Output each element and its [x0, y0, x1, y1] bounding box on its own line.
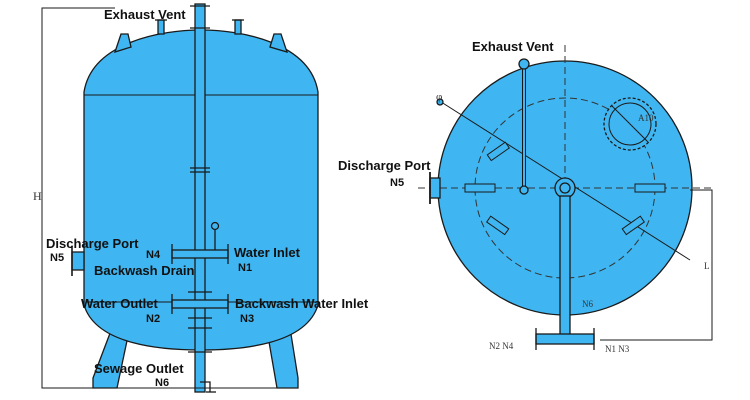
outlet-header: [171, 299, 229, 309]
height-dimension-line: [41, 7, 115, 389]
side-n5-tag: N5: [50, 252, 65, 264]
distributor-slots: [464, 141, 666, 236]
right-lifting-lug: [269, 33, 289, 53]
bottom-outlet-pipe: [559, 195, 571, 337]
diameter-mark: φ: [436, 91, 443, 103]
water-inlet-label: Water Inlet: [234, 245, 300, 260]
top-discharge-port-label: Discharge Port: [338, 158, 431, 173]
water-outlet-label: Water Outlet: [81, 296, 158, 311]
water-inlet-header: [171, 249, 229, 259]
manhole-tag: A10: [638, 113, 654, 123]
top-exhaust-vent-label: Exhaust Vent: [472, 39, 554, 54]
bottom-header-pipe: [535, 333, 595, 345]
side-discharge-port-label: Discharge Port: [46, 236, 139, 251]
top-discharge-port: [429, 177, 441, 199]
side-view: [41, 3, 319, 393]
side-n6-tag: N6: [155, 377, 170, 389]
top-n6-tag: N6: [582, 299, 593, 309]
left-lifting-lug: [113, 33, 132, 53]
backwash-water-inlet-label: Backwash Water Inlet: [235, 296, 369, 311]
bottom-right-tags: N1 N3: [605, 344, 630, 354]
vent-top-knob: [518, 58, 530, 70]
top-nozzle-left: [157, 19, 165, 35]
side-dim-mark: L: [704, 261, 710, 271]
side-dimension-line: [600, 189, 713, 341]
top-nozzle-right: [234, 19, 242, 35]
central-hub: [554, 177, 576, 199]
backwash-drain-label: Backwash Drain: [94, 263, 195, 278]
top-view: [418, 45, 713, 350]
side-n3-tag: N3: [240, 313, 255, 325]
side-n1-tag: N1: [238, 262, 253, 274]
side-n2-tag: N2: [146, 313, 161, 325]
bottom-left-tags: N2 N4: [489, 341, 514, 351]
height-mark: H: [33, 189, 42, 203]
side-n4-tag: N4: [146, 249, 161, 261]
inlet-gauge: [210, 221, 220, 231]
vent-bottom-knob: [519, 185, 529, 195]
sewage-outlet-label: Sewage Outlet: [94, 361, 184, 376]
side-discharge-port: [71, 251, 85, 271]
side-exhaust-vent-label: Exhaust Vent: [104, 7, 186, 22]
sewage-elbow: [200, 381, 211, 392]
central-vent-pipe: [194, 3, 206, 393]
top-n5-tag: N5: [390, 177, 405, 189]
